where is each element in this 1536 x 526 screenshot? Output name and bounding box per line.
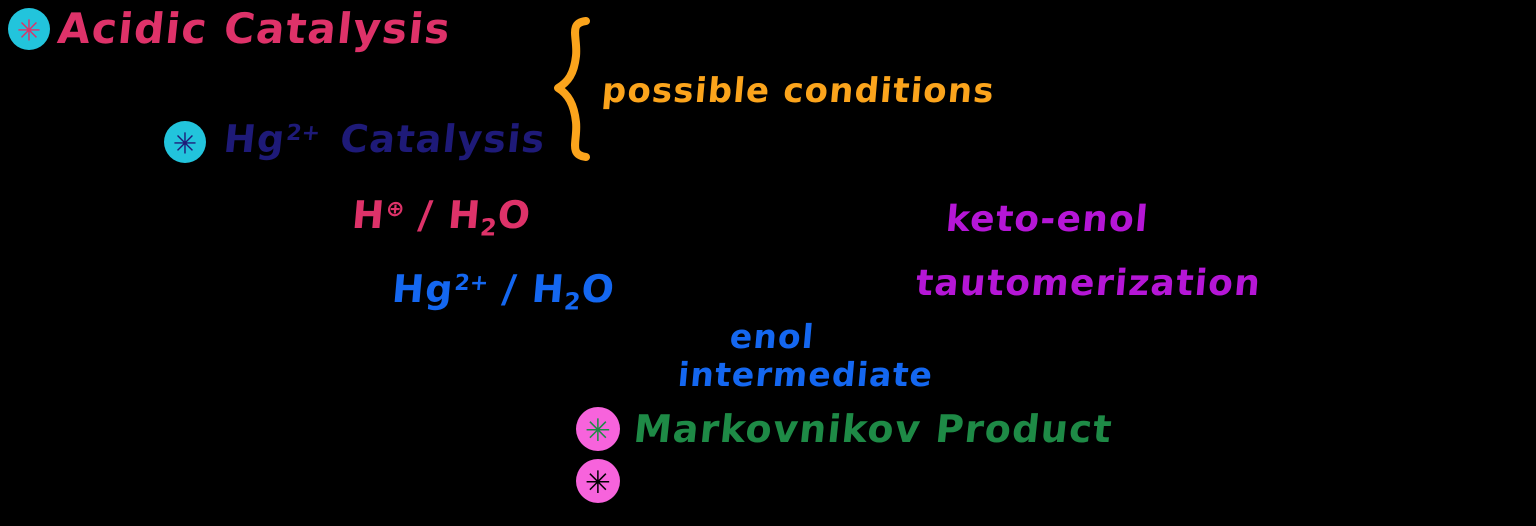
oxygen-symbol: O	[579, 267, 618, 311]
label-intermediate: intermediate	[676, 355, 935, 394]
bullet-markovnikov-product[interactable]: ✳	[576, 407, 620, 451]
label-hg-catalysis: Hg2+ Catalysis	[221, 117, 549, 161]
bullet-extra[interactable]: ✳	[576, 459, 620, 503]
oxygen-symbol: O	[495, 193, 534, 237]
curly-brace	[552, 16, 600, 162]
bullet-acidic-catalysis[interactable]: ✳	[8, 8, 50, 50]
catalysis-word: Catalysis	[338, 117, 549, 161]
water-subscript: 2	[479, 213, 498, 242]
label-keto-enol: keto-enol	[944, 199, 1151, 240]
hg-charge: 2+	[284, 120, 322, 146]
asterisk-icon: ✳	[16, 13, 42, 48]
hg-symbol: Hg	[221, 117, 288, 161]
hg-symbol: Hg	[390, 267, 456, 311]
water-subscript: 2	[562, 287, 582, 316]
slash-water: / H	[485, 267, 568, 311]
label-possible-conditions: possible conditions	[600, 71, 997, 111]
asterisk-icon: ✳	[172, 126, 198, 161]
label-mercury-water-conditions: Hg2+ / H2O	[390, 267, 618, 316]
label-enol: enol	[728, 317, 817, 356]
asterisk-icon: ✳	[585, 464, 611, 501]
label-acid-water-conditions: H⊕ / H2O	[350, 193, 534, 242]
hydrogen-symbol: H	[350, 193, 388, 237]
asterisk-icon: ✳	[585, 412, 611, 449]
label-acidic-catalysis: Acidic Catalysis	[55, 4, 454, 53]
positive-charge-icon: ⊕	[384, 196, 406, 222]
slash-water: / H	[401, 193, 484, 237]
label-tautomerization: tautomerization	[914, 263, 1263, 304]
hg-charge: 2+	[453, 270, 490, 296]
label-markovnikov-product: Markovnikov Product	[631, 407, 1115, 451]
bullet-hg-catalysis[interactable]: ✳	[164, 121, 206, 163]
